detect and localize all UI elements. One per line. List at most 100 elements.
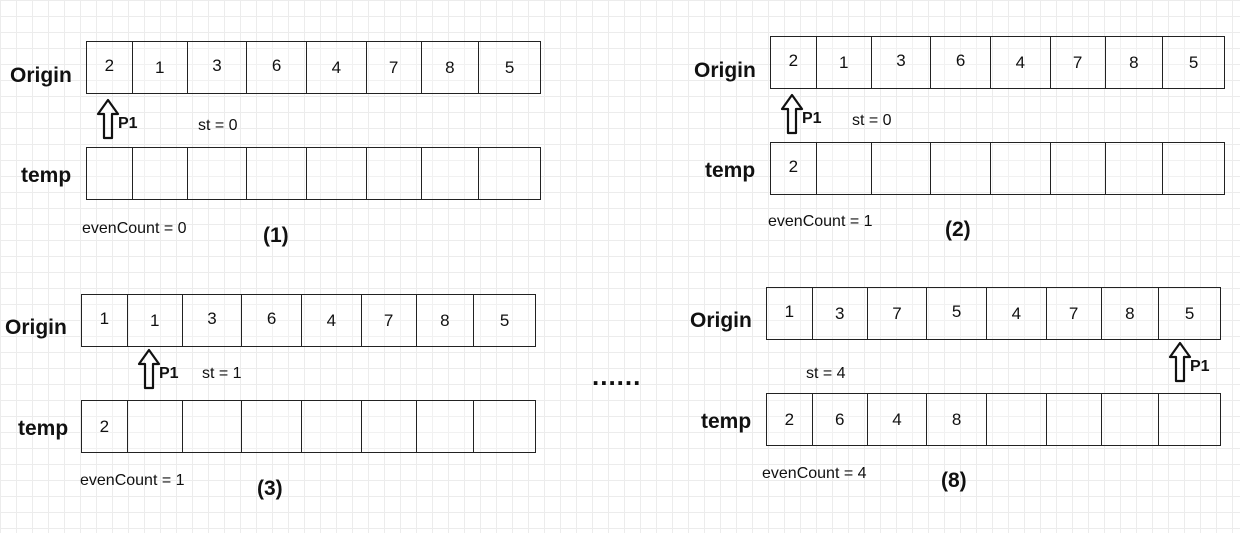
temp-cell (362, 401, 417, 452)
temp-cell (302, 401, 362, 452)
pointer-label: P1 (1190, 358, 1210, 375)
temp-cell (422, 148, 480, 199)
origin-cell: 7 (1051, 37, 1106, 88)
temp-cell: 8 (927, 394, 988, 445)
origin-label: Origin (10, 64, 72, 87)
even-count-value: evenCount = 1 (80, 472, 185, 489)
temp-cell (188, 148, 248, 199)
temp-array: 2 6 4 8 (766, 393, 1221, 446)
temp-label: temp (21, 164, 72, 187)
temp-cell (1102, 394, 1160, 445)
step-number: (1) (263, 224, 289, 247)
origin-array: 1 3 7 5 4 7 8 5 (766, 287, 1221, 340)
origin-cell: 3 (872, 37, 932, 88)
temp-cell (367, 148, 422, 199)
origin-cell: 5 (499, 310, 510, 330)
origin-cell: 6 (247, 42, 308, 93)
pointer-label: P1 (159, 365, 179, 382)
step-panel-8: Origin 1 3 7 5 4 7 8 5 P1 st = 4 temp 2 … (690, 286, 1240, 526)
temp-cell (1051, 143, 1106, 194)
pointer-p1: P1 (96, 98, 142, 140)
temp-cell: 2 (767, 394, 813, 445)
origin-label: Origin (694, 59, 756, 82)
temp-label: temp (18, 417, 69, 440)
origin-cell: 1 (128, 295, 183, 346)
origin-cell: 6 (931, 37, 992, 88)
origin-cell: 4 (307, 42, 367, 93)
origin-cell: 1 (82, 295, 128, 346)
up-arrow-icon (780, 93, 804, 135)
temp-cell (474, 401, 535, 452)
step-panel-2: Origin 2 1 3 6 4 7 8 5 P1 st = 0 temp 2 … (694, 35, 1240, 275)
temp-array: 2 (81, 400, 536, 453)
origin-cell: 1 (817, 37, 872, 88)
st-value: st = 0 (852, 112, 892, 129)
step-number: (2) (945, 218, 971, 241)
origin-cell: 4 (991, 37, 1051, 88)
up-arrow-icon (137, 348, 161, 390)
step-panel-3: Origin 1 1 3 6 4 7 8 5 P1 st = 1 temp 2 … (5, 293, 565, 533)
origin-cell: 8 (1106, 37, 1164, 88)
temp-label: temp (701, 410, 752, 433)
temp-cell (987, 394, 1047, 445)
up-arrow-icon (1168, 341, 1192, 383)
temp-cell (1163, 143, 1224, 194)
even-count-value: evenCount = 1 (768, 213, 873, 230)
st-value: st = 4 (806, 365, 846, 382)
origin-array: 1 1 3 6 4 7 8 5 (81, 294, 536, 347)
temp-cell (1047, 394, 1102, 445)
origin-cell: 5 (504, 57, 515, 77)
origin-cell: 1 (133, 42, 188, 93)
origin-cell: 4 (302, 295, 362, 346)
origin-cell: 3 (183, 295, 243, 346)
origin-cell: 4 (987, 288, 1047, 339)
pointer-p1: P1 (780, 93, 826, 135)
temp-array (86, 147, 541, 200)
st-value: st = 0 (198, 117, 238, 134)
pointer-p1: P1 (137, 348, 183, 390)
origin-array: 2 1 3 6 4 7 8 5 (770, 36, 1225, 89)
temp-cell (1159, 394, 1220, 445)
origin-cell: 3 (188, 42, 248, 93)
origin-cell: 7 (362, 295, 417, 346)
temp-cell (128, 401, 183, 452)
origin-label: Origin (5, 316, 67, 339)
pointer-p1: P1 (1168, 341, 1214, 383)
temp-cell (307, 148, 367, 199)
pointer-label: P1 (802, 110, 822, 127)
origin-label: Origin (690, 309, 752, 332)
temp-cell (242, 401, 303, 452)
temp-label: temp (705, 159, 756, 182)
origin-cell: 7 (367, 42, 422, 93)
origin-cell: 7 (868, 288, 928, 339)
origin-cell: 5 (927, 288, 988, 339)
temp-cell (87, 148, 133, 199)
temp-cell (872, 143, 932, 194)
temp-cell (417, 401, 475, 452)
temp-cell (1106, 143, 1164, 194)
origin-cell: 8 (422, 42, 480, 93)
st-value: st = 1 (202, 365, 242, 382)
origin-cell: 5 (1184, 303, 1195, 323)
even-count-value: evenCount = 0 (82, 220, 187, 237)
step-number: (3) (257, 477, 283, 500)
temp-cell (183, 401, 243, 452)
temp-cell: 2 (82, 401, 128, 452)
step-panel-1: Origin 2 1 3 6 4 7 8 5 P1 st = 0 temp ev… (10, 40, 570, 280)
temp-array: 2 (770, 142, 1225, 195)
ellipsis: ...... (592, 361, 642, 391)
step-number: (8) (941, 469, 967, 492)
temp-cell: 4 (868, 394, 928, 445)
up-arrow-icon (96, 98, 120, 140)
origin-cell: 2 (771, 37, 817, 88)
origin-cell: 2 (87, 42, 133, 93)
pointer-label: P1 (118, 115, 138, 132)
even-count-value: evenCount = 4 (762, 465, 867, 482)
origin-cell: 5 (1188, 52, 1199, 72)
temp-cell (247, 148, 308, 199)
temp-cell: 6 (813, 394, 868, 445)
temp-cell (931, 143, 992, 194)
origin-cell: 1 (767, 288, 813, 339)
origin-cell: 6 (242, 295, 303, 346)
origin-cell: 3 (813, 288, 868, 339)
